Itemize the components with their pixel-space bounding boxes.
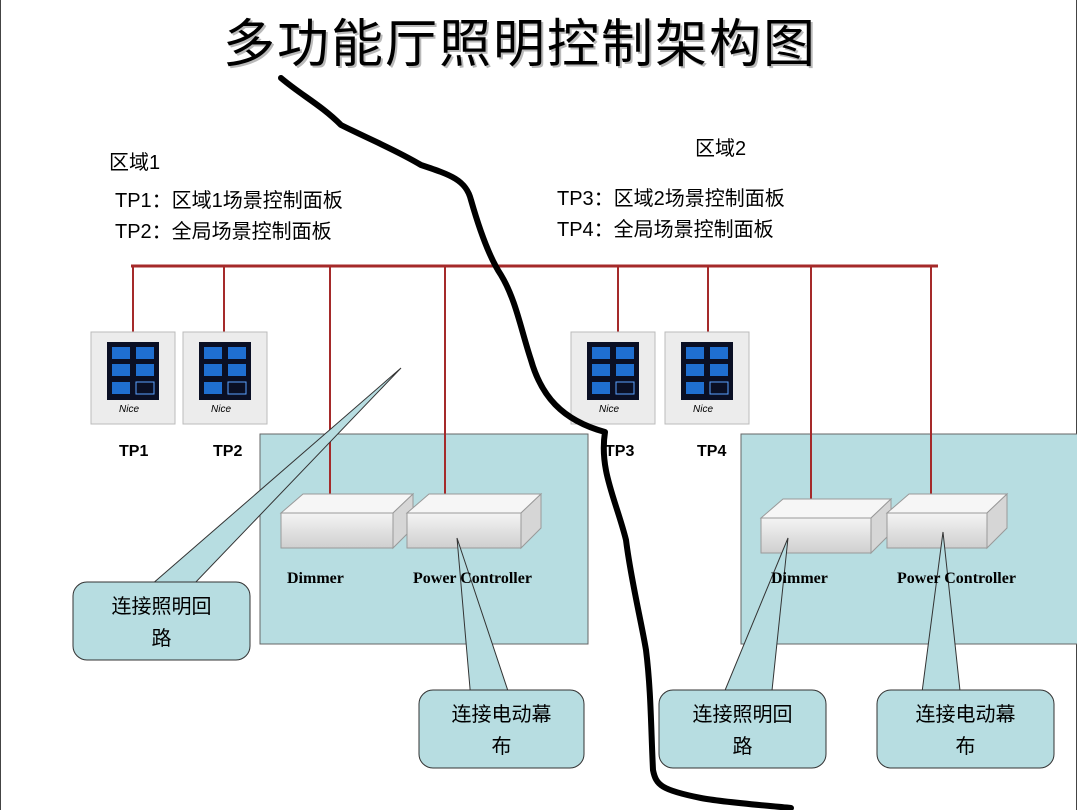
callout-box-1: [72, 581, 251, 661]
callout-text-4: 连接电动幕 布: [877, 698, 1054, 762]
zone1-name: 区域1: [109, 152, 161, 174]
bus-drops: [132, 266, 932, 500]
tp4-label: TP4: [697, 443, 727, 460]
zone1-legend-line2: TP2：全局场景控制面板: [115, 221, 332, 243]
touch-panel-tp4: [664, 331, 750, 425]
callout-3-line1: 连接照明回: [692, 702, 793, 726]
touch-panel-tp1: [90, 331, 176, 425]
tp3-label: TP3: [605, 443, 635, 460]
dimmer-device-zone2: [759, 497, 893, 555]
touch-panel-tp2: [182, 331, 268, 425]
power-controller-label-zone1: Power Controller: [413, 570, 532, 587]
callout-1-line1: 连接照明回: [111, 594, 212, 618]
page-title: 多功能厅照明控制架构图: [223, 15, 818, 75]
callout-2-line1: 连接电动幕: [451, 702, 552, 726]
callout-box-3: [658, 689, 827, 769]
callout-text-3: 连接照明回 路: [659, 698, 826, 762]
tp2-label: TP2: [213, 443, 243, 460]
tp4-brand: Nice: [693, 404, 714, 415]
callout-3-line2: 路: [732, 734, 753, 758]
dimmer-label-zone1: Dimmer: [287, 570, 344, 587]
callout-box-4: [876, 689, 1055, 769]
callout-4-line2: 布: [955, 734, 976, 758]
zone2-legend-line2: TP4：全局场景控制面板: [557, 219, 774, 241]
touch-panel-tp3: [570, 331, 656, 425]
tp2-brand: Nice: [211, 404, 232, 415]
tp1-label: TP1: [119, 443, 149, 460]
callout-text-1: 连接照明回 路: [73, 590, 250, 654]
callout-2-line2: 布: [491, 734, 512, 758]
zone2-name: 区域2: [695, 138, 747, 160]
zone-divider-line: [278, 75, 794, 810]
tp3-brand: Nice: [599, 404, 620, 415]
power-controller-device-zone2: [885, 492, 1009, 550]
tp1-brand: Nice: [119, 404, 140, 415]
dimmer-label-zone2: Dimmer: [771, 570, 828, 587]
zone2-legend-line1: TP3：区域2场景控制面板: [557, 188, 785, 210]
zone1-legend-line1: TP1：区域1场景控制面板: [115, 190, 343, 212]
callout-box-2: [418, 689, 585, 769]
power-controller-label-zone2: Power Controller: [897, 570, 1016, 587]
callout-text-2: 连接电动幕 布: [419, 698, 584, 762]
dimmer-device-zone1: [279, 492, 415, 550]
callout-4-line1: 连接电动幕: [915, 702, 1016, 726]
power-controller-device-zone1: [405, 492, 543, 550]
callout-1-line2: 路: [151, 626, 172, 650]
